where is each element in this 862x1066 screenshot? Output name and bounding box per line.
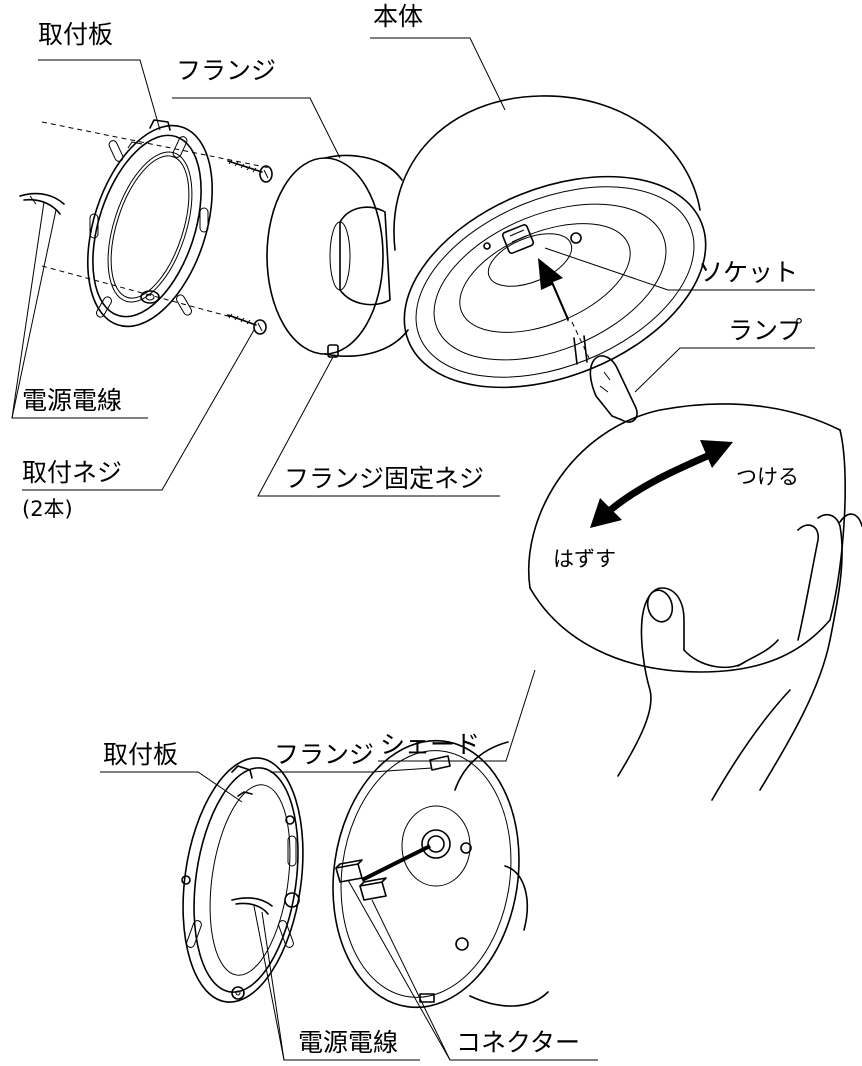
rotate-arrow [590,440,733,528]
label-socket: ソケット [698,258,799,287]
lamp-illustration [573,335,638,423]
mounting-plate-illustration [86,119,214,328]
upper-screw-illustration [227,159,273,183]
hand-illustration [617,513,862,801]
label-flange-bottom: フランジ [274,740,375,769]
label-power-wire-bottom: 電源電線 [298,1028,399,1057]
alignment-line-lower [41,265,236,319]
label-power-wire-top: 電源電線 [22,386,123,415]
insert-arrow [538,258,591,361]
label-mounting-screw-count: (2本) [22,497,73,521]
label-attach: つける [736,465,799,489]
label-mounting-plate-bottom: 取付板 [103,740,179,769]
connector-illustration [335,844,431,901]
shade-illustration [528,403,847,673]
bottom-mounting-plate-illustration [181,757,304,1003]
leader-lines [11,37,815,1061]
bottom-flange-illustration [332,739,549,1009]
label-mounting-plate-top: 取付板 [38,20,114,49]
label-lamp: ランプ [728,316,803,345]
body-illustration [393,95,707,389]
lower-screw-illustration [227,313,267,335]
label-connector: コネクター [456,1028,581,1057]
bottom-power-wire-illustration [231,897,273,915]
label-mounting-screw: 取付ネジ [22,458,123,487]
label-remove: はずす [553,547,616,571]
flange-illustration [266,154,409,358]
label-shade: シェード [380,730,481,759]
label-body: 本体 [373,2,424,31]
power-wire-illustration [19,192,65,215]
label-flange-top: フランジ [176,56,277,85]
label-flange-fixing-screw: フランジ固定ネジ [284,464,485,493]
